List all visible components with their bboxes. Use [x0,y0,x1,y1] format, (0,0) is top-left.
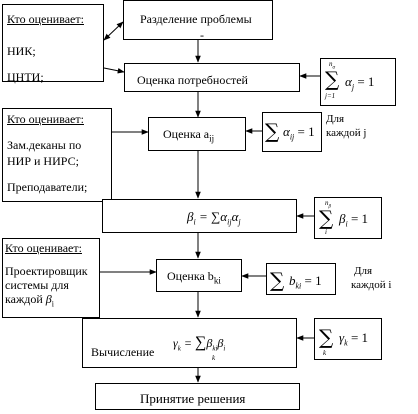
panel1-line1: НИК; [7,44,36,58]
c3-term: βi = 1 [339,211,369,229]
panel3-line3: каждой βi [5,292,55,309]
step-needs-assessment: Оценка потребностей [124,63,300,92]
step1-label: Разделение проблемы [140,12,252,26]
panel2-line3: Преподаватели; [7,180,88,194]
arrow-panel1-step1 [103,21,124,41]
step7-label: Принятие решения [140,391,246,406]
evaluators-panel-2: Кто оценивает: Зам.деканы по НИР и НИРС;… [2,108,112,202]
step-split-problem: Разделение проблемы - [123,0,273,42]
constraint-sum-beta-i: nβ ∑ βi = 1 i [314,197,382,239]
c2-sum: ∑ [265,119,280,143]
panel3-line1: Проектировщик [5,264,88,278]
panel3-header: Кто оценивает: [5,241,82,255]
c5-sum: ∑ [319,325,334,349]
panel3-line2: системы для [5,278,69,292]
step-assess-aij: Оценка aij [148,117,246,151]
c1-term: αj = 1 [345,74,375,92]
panel2-line2: НИР и НИРС; [7,154,79,168]
c5-term: γk = 1 [339,330,369,348]
step-assess-bki: Оценка bki [156,259,242,292]
constraint-sum-gamma-k: ∑ γk = 1 k [314,318,382,360]
c3-lower: i [325,228,327,236]
c1-upper: nα [329,60,336,71]
c4-term: bki = 1 [289,273,322,291]
c2-term: αij = 1 [283,124,315,142]
step6-label: Вычисление [91,345,155,359]
panel2-line1: Зам.деканы по [7,138,82,152]
constraint-sum-alpha-j: nα ∑ αj = 1 j=1 [320,58,396,106]
step2-label: Оценка потребностей [137,73,248,87]
step6-formula: γk = ∑βkiβi [173,334,226,353]
step4-formula: βi = ∑αijαj [187,209,241,227]
c4-note-line1: Для [354,265,373,277]
constraint-sum-alpha-ij: ∑ αij = 1 [262,112,322,152]
panel1-line2: ЦНТИ; [7,70,44,84]
evaluators-panel-1: Кто оценивает: НИК; ЦНТИ; [2,4,104,84]
step-compute-beta: βi = ∑αijαj [102,199,297,233]
step6-sum-under: k [212,354,216,362]
c4-note-line2: каждой i [351,279,392,291]
c4-sum: ∑ [270,268,285,292]
step5-label: Оценка bki [167,269,221,286]
c2-note-line1: Для [326,113,345,125]
c3-upper: nβ [325,199,331,210]
step1-dash: - [200,28,204,42]
c1-sum: ∑ [325,67,340,91]
step-compute-gamma: Вычисление γk = ∑βkiβi k [82,318,297,368]
c5-lower: k [323,349,327,357]
step3-label: Оценка aij [163,127,215,144]
c2-note-line2: каждой j [326,127,367,139]
constraint-sum-bki: ∑ bki = 1 [266,263,336,295]
arrow-panel1-step2 [103,67,125,74]
evaluators-panel-3: Кто оценивает: Проектировщик системы для… [2,238,100,318]
step-decision: Принятие решения [95,383,300,410]
panel2-header: Кто оценивает: [7,112,84,126]
c3-sum: ∑ [319,206,334,230]
panel1-header: Кто оценивает: [7,12,84,26]
c1-lower: j=1 [325,92,336,100]
